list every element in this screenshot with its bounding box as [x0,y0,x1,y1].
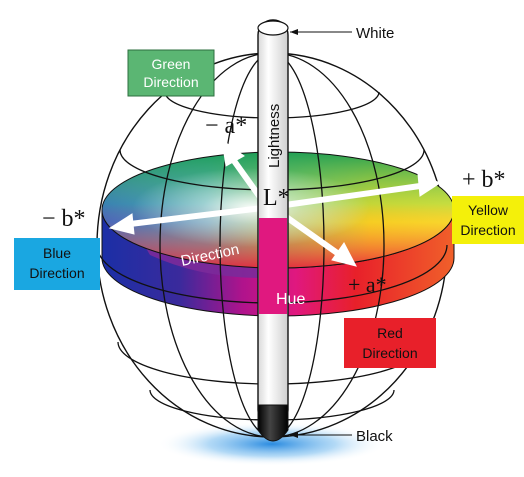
arrow-minus-a-head [221,138,245,167]
green-direction-box: Green Direction [127,49,215,97]
plus-a-label: + a* [348,272,387,297]
red-direction-box: Red Direction [344,318,436,368]
arrow-minus-b [129,205,263,227]
green-box-line2: Direction [143,74,198,90]
white-label: White [356,25,394,42]
arrow-plus-b-head [417,173,442,197]
lightness-axis [257,19,289,442]
magenta-segment [259,218,287,314]
arrow-minus-a [229,156,265,202]
black-end [257,404,289,442]
arrow-plus-b [277,183,421,209]
plus-b-label: + b* [462,167,506,193]
blue-box-line1: Blue [43,245,71,261]
arrow-minus-b-head [108,213,135,235]
blue-direction-box: Blue Direction [14,238,100,290]
green-box-line1: Green [152,56,191,72]
arrow-plus-a [280,211,342,258]
l-star-label: L* [263,185,290,211]
minus-b-label: − b* [42,206,86,232]
yellow-box-line1: Yellow [468,202,509,218]
arrow-plus-a-head [331,242,357,267]
yellow-box-line2: Direction [460,222,515,238]
minus-a-label: − a* [205,113,247,139]
floor-shadow [157,422,387,466]
lightness-label: Lightness [266,104,283,168]
white-pointer [290,29,352,35]
hue-label: Hue [276,291,305,308]
red-box-line1: Red [377,325,403,341]
black-pointer [290,432,352,438]
blue-box-line2: Direction [29,265,84,281]
yellow-direction-box: Yellow Direction [452,196,524,244]
axis-arrows [108,138,442,267]
red-box-line2: Direction [362,345,417,361]
black-label: Black [356,428,393,445]
